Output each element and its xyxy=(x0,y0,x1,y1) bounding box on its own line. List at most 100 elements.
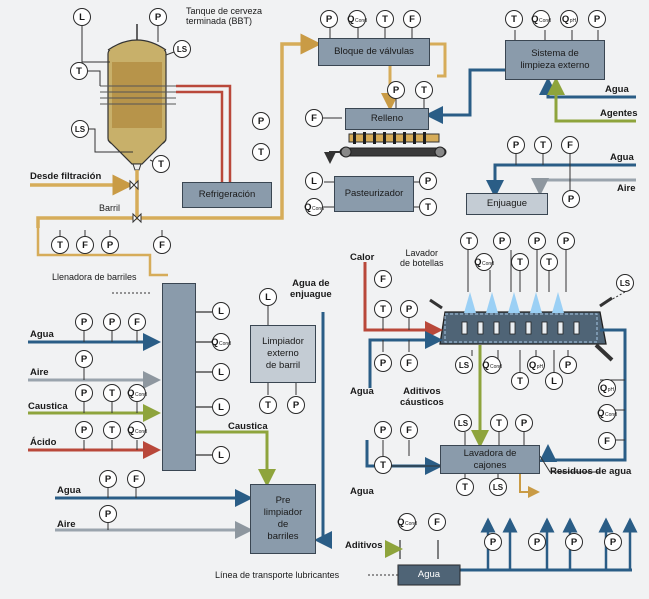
limpiador-externo-barril[interactable]: Limpiador externo de barril xyxy=(250,325,316,383)
sensor-ls[interactable]: LS xyxy=(454,414,472,432)
sensor-p[interactable]: P xyxy=(493,232,511,250)
sensor-p[interactable]: P xyxy=(99,505,117,523)
sensor-t[interactable]: T xyxy=(374,456,392,474)
sensor-l[interactable]: L xyxy=(212,446,230,464)
sensor-t[interactable]: T xyxy=(51,236,69,254)
sensor-t[interactable]: T xyxy=(252,143,270,161)
sensor-t[interactable]: T xyxy=(511,372,529,390)
sensor-p[interactable]: P xyxy=(99,470,117,488)
sensor-t[interactable]: T xyxy=(103,421,121,439)
sensor-ls[interactable]: LS xyxy=(71,120,89,138)
sensor-t[interactable]: T xyxy=(374,300,392,318)
sensor-t[interactable]: T xyxy=(259,396,277,414)
sensor-p[interactable]: P xyxy=(320,10,338,28)
refrigeracion-box[interactable]: Refrigeración xyxy=(182,182,272,208)
sensor-f[interactable]: F xyxy=(76,236,94,254)
sensor-p[interactable]: P xyxy=(387,81,405,99)
sensor-ls[interactable]: LS xyxy=(489,478,507,496)
sensor-p[interactable]: P xyxy=(484,533,502,551)
agua-tank[interactable]: Agua xyxy=(398,565,460,585)
sensor-p[interactable]: P xyxy=(565,533,583,551)
sensor-p[interactable]: P xyxy=(75,313,93,331)
sensor-f[interactable]: F xyxy=(127,470,145,488)
sensor-p[interactable]: P xyxy=(559,356,577,374)
sensor-p[interactable]: P xyxy=(604,533,622,551)
sensor-t[interactable]: T xyxy=(415,81,433,99)
sensor-p[interactable]: P xyxy=(374,421,392,439)
sensor-l[interactable]: L xyxy=(212,398,230,416)
sensor-t[interactable]: T xyxy=(511,253,529,271)
sensor-t[interactable]: T xyxy=(456,478,474,496)
sistema-limpieza[interactable]: Sistema de limpieza externo xyxy=(505,40,605,80)
sensor-p[interactable]: P xyxy=(528,232,546,250)
sensor-p[interactable]: P xyxy=(149,8,167,26)
sensor-t[interactable]: T xyxy=(534,136,552,154)
sensor-t[interactable]: T xyxy=(505,10,523,28)
sensor-f[interactable]: F xyxy=(403,10,421,28)
sensor-t[interactable]: T xyxy=(103,384,121,402)
sensor-f[interactable]: F xyxy=(400,421,418,439)
sensor-p[interactable]: P xyxy=(557,232,575,250)
sensor-l[interactable]: L xyxy=(212,302,230,320)
sensor-t[interactable]: T xyxy=(540,253,558,271)
sensor-ls[interactable]: LS xyxy=(455,356,473,374)
sensor-p[interactable]: P xyxy=(562,190,580,208)
sensor-t[interactable]: T xyxy=(460,232,478,250)
llenadora-box[interactable] xyxy=(162,283,196,471)
sensor-p[interactable]: P xyxy=(287,396,305,414)
sensor-p[interactable]: P xyxy=(101,236,119,254)
relleno-box[interactable]: Relleno xyxy=(345,108,429,130)
sensor-t[interactable]: T xyxy=(490,414,508,432)
pre-limpiador-barriles[interactable]: Pre limpiador de barriles xyxy=(250,484,316,554)
sensor-t[interactable]: T xyxy=(70,62,88,80)
sensor-t[interactable]: T xyxy=(152,155,170,173)
sensor-l[interactable]: L xyxy=(259,288,277,306)
sensor-p[interactable]: P xyxy=(528,533,546,551)
lavadora-cajones[interactable]: Lavadora de cajones xyxy=(440,445,540,474)
sensor-subscript: Cond xyxy=(354,18,367,24)
pasteurizador-box[interactable]: Pasteurizador xyxy=(334,176,414,212)
sensor-p[interactable]: P xyxy=(75,384,93,402)
sensor-p[interactable]: P xyxy=(507,136,525,154)
sensor-l[interactable]: L xyxy=(305,172,323,190)
bloque-valvulas[interactable]: Bloque de válvulas xyxy=(318,38,430,66)
sensor-ls[interactable]: LS xyxy=(616,274,634,292)
sensor-f[interactable]: F xyxy=(400,354,418,372)
sensor-p[interactable]: P xyxy=(252,112,270,130)
sensor-l[interactable]: L xyxy=(212,363,230,381)
sensor-f[interactable]: F xyxy=(305,109,323,127)
sensor-p[interactable]: P xyxy=(103,313,121,331)
sensor-p[interactable]: P xyxy=(400,300,418,318)
sensor-l[interactable]: L xyxy=(545,372,563,390)
sensor-f[interactable]: F xyxy=(428,513,446,531)
sensor-f[interactable]: F xyxy=(598,432,616,450)
sensor-t[interactable]: T xyxy=(419,198,437,216)
sensor-l[interactable]: L xyxy=(73,8,91,26)
sensor-ls[interactable]: LS xyxy=(173,40,191,58)
sensor-t[interactable]: T xyxy=(376,10,394,28)
sensor-p[interactable]: P xyxy=(75,350,93,368)
sensor-f[interactable]: F xyxy=(561,136,579,154)
sensor-p[interactable]: P xyxy=(515,414,533,432)
sensor-f[interactable]: F xyxy=(153,236,171,254)
sensor-p[interactable]: P xyxy=(374,354,392,372)
sensor-f[interactable]: F xyxy=(374,270,392,288)
sensor-f[interactable]: F xyxy=(128,313,146,331)
enjuague-box[interactable]: Enjuague xyxy=(466,193,548,215)
sensor-p[interactable]: P xyxy=(75,421,93,439)
sensor-p[interactable]: P xyxy=(419,172,437,190)
sensor-p[interactable]: P xyxy=(588,10,606,28)
